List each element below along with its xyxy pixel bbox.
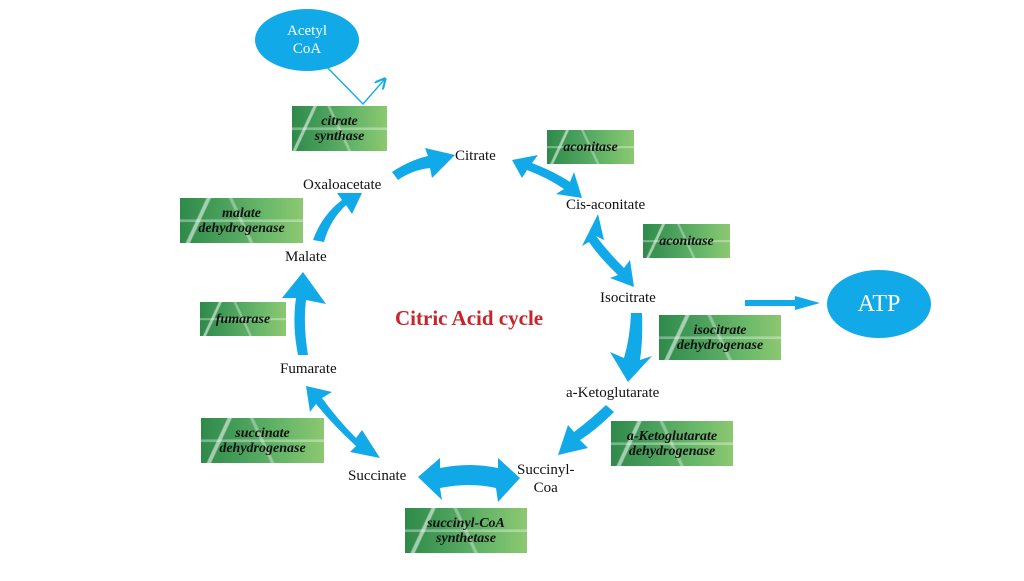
arrow-malate-to-oxaloacetate [313, 193, 362, 242]
metabolite-isocitrate: Isocitrate [600, 290, 656, 306]
arrow-fumarate-to-malate [282, 272, 326, 355]
metabolite-succinate: Succinate [348, 468, 407, 484]
metabolite-cis-aconitate: Cis-aconitate [566, 197, 646, 213]
succinate-dh-line1: succinate [235, 425, 290, 441]
arrow-succinyl-coa-succinate [418, 458, 520, 502]
enzyme-aconitase-2: aconitase [643, 224, 730, 258]
aconitase-1-label: aconitase [563, 139, 618, 155]
citrate-synthase-line1: citrate [321, 113, 358, 129]
acetyl-coa-ellipse: Acetyl CoA [255, 9, 359, 71]
metabolite-oxaloacetate: Oxaloacetate [303, 177, 382, 193]
aconitase-2-label: aconitase [659, 233, 714, 249]
a-ketoglutarate-dh-line2: dehydrogenase [628, 443, 716, 459]
metabolite-a-ketoglutarate: a-Ketoglutarate [566, 385, 660, 401]
a-ketoglutarate-dh-line1: a-Ketoglutarate [626, 428, 718, 444]
metabolite-succinyl-coa: Succinyl- Coa [517, 461, 575, 497]
acetyl-coa-line2: CoA [292, 41, 322, 57]
arrow-cis-aconitate-isocitrate [582, 214, 634, 287]
atp-label: ATP [857, 290, 901, 317]
metabolite-citrate: Citrate [455, 148, 496, 164]
citrate-synthase-line2: synthase [314, 128, 365, 144]
metabolite-fumarate: Fumarate [280, 361, 337, 377]
arrow-succinate-fumarate [306, 386, 380, 458]
isocitrate-dh-line1: isocitrate [693, 322, 747, 338]
enzyme-fumarase: fumarase [200, 302, 286, 336]
arrow-oxaloacetate-to-citrate [392, 148, 455, 180]
diagram-title: Citric Acid cycle [395, 306, 544, 330]
malate-dh-line1: malate [222, 205, 261, 221]
metabolite-malate: Malate [285, 249, 327, 265]
succinyl-coa-synthetase-line2: synthetase [436, 530, 496, 546]
succinate-dh-line2: dehydrogenase [219, 440, 306, 456]
arrow-isocitrate-to-ketoglutarate [610, 313, 652, 382]
malate-dh-line2: dehydrogenase [198, 220, 285, 236]
enzyme-aconitase-1: aconitase [547, 130, 634, 164]
arrow-citrate-cis-aconitate [512, 155, 582, 198]
fumarase-label: fumarase [215, 311, 271, 327]
arrow-acetyl-coa-in [321, 61, 384, 106]
arrow-to-atp [745, 296, 820, 310]
succinyl-coa-synthetase-line1: succinyl-CoA [427, 515, 505, 531]
isocitrate-dh-line2: dehydrogenase [676, 337, 764, 353]
succinyl-coa-line1: Succinyl- [517, 462, 575, 478]
acetyl-coa-line1: Acetyl [287, 23, 327, 39]
atp-ellipse: ATP [827, 270, 931, 338]
arrow-ketoglutarate-to-succinyl-coa [558, 405, 614, 455]
succinyl-coa-line2: Coa [533, 480, 558, 496]
